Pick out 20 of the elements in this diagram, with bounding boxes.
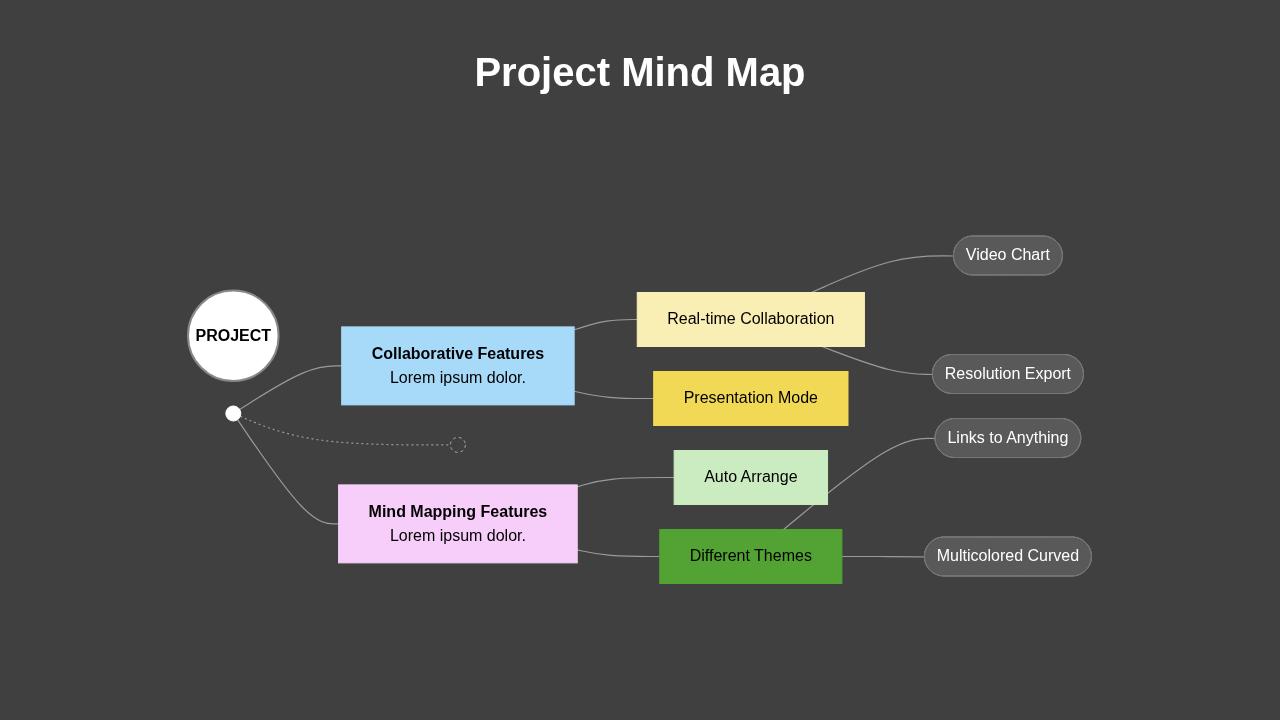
connector xyxy=(237,419,340,525)
connector xyxy=(576,477,675,488)
connector xyxy=(573,390,655,400)
connector xyxy=(239,365,343,411)
node-box: Auto Arrange xyxy=(673,450,829,506)
node-box: Different Themes xyxy=(659,529,843,585)
connector xyxy=(811,255,955,294)
node-box: Real-time Collaboration xyxy=(637,292,866,348)
connector xyxy=(821,346,934,376)
node-circle xyxy=(450,437,467,454)
node-box: Collaborative Features Lorem ipsum dolor. xyxy=(341,326,575,406)
diagram-title: Project Mind Map xyxy=(473,49,807,95)
connector xyxy=(783,438,937,531)
node-box: Presentation Mode xyxy=(653,371,849,427)
node-box: Mind Mapping Features Lorem ipsum dolor. xyxy=(338,484,579,564)
connector xyxy=(841,556,926,558)
connector xyxy=(576,549,661,558)
node-circle: PROJECT xyxy=(187,289,280,383)
node-circle xyxy=(225,405,242,422)
connector xyxy=(573,319,639,331)
